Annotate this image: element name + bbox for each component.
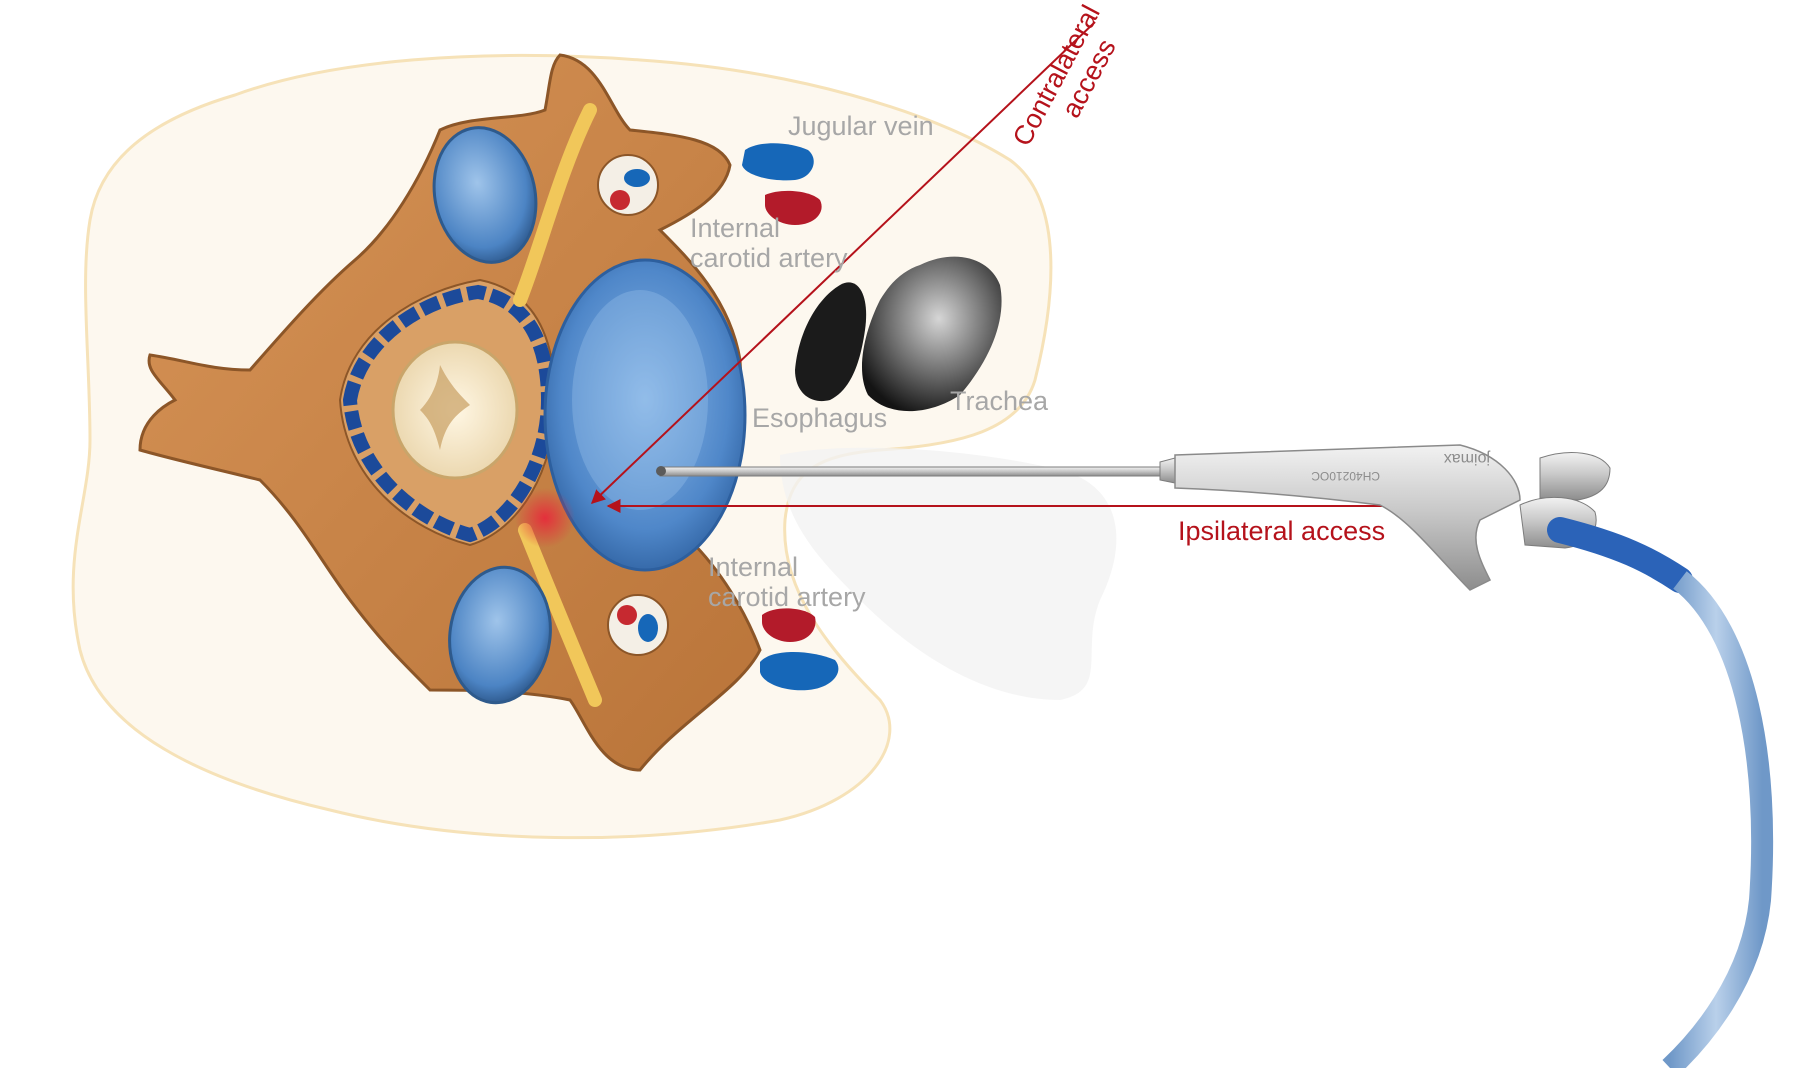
label-esophagus: Esophagus	[752, 403, 887, 433]
endoscope-tip	[656, 466, 666, 476]
label-internal-carotid-top-2: carotid artery	[690, 243, 848, 273]
label-internal-carotid-bottom-1: Internal	[708, 552, 798, 582]
facet-upper	[432, 126, 538, 264]
vertebral-artery-upper	[610, 190, 630, 210]
carotid-artery-upper	[765, 190, 822, 225]
facet-lower	[448, 565, 552, 705]
label-internal-carotid-top-1: Internal	[690, 213, 780, 243]
label-trachea: Trachea	[950, 386, 1049, 416]
hand-shadow	[780, 447, 1117, 700]
esophagus	[795, 282, 867, 402]
cord-gray-matter	[420, 365, 470, 450]
disc-nucleus-highlight	[572, 290, 708, 510]
cable-band	[1547, 517, 1693, 593]
endoscope-collar	[1159, 457, 1176, 484]
light-port	[1539, 452, 1611, 501]
nerve-root-upper	[513, 103, 597, 307]
cable	[1662, 571, 1774, 1073]
vertebral-vein-upper	[624, 169, 650, 187]
engraving-brand: joimax	[1444, 450, 1491, 467]
endoscope-handle	[1174, 444, 1521, 591]
herniation-spot	[515, 488, 575, 548]
jugular-vein-upper	[742, 143, 814, 181]
nerve-root-lower	[518, 523, 602, 707]
vertebral-artery-lower	[617, 605, 637, 625]
engraving-model: CH40210OC	[1311, 469, 1380, 483]
label-internal-carotid-bottom-2: carotid artery	[708, 582, 866, 612]
contralateral-access-line	[590, 21, 1096, 504]
carotid-artery-lower	[762, 608, 816, 642]
label-ipsilateral-access: Ipsilateral access	[1178, 516, 1385, 546]
vertebral-vein-lower	[638, 614, 658, 642]
vertebral-foramen-lower	[607, 594, 669, 656]
trachea	[861, 256, 1002, 412]
endoscope-shaft	[659, 466, 1166, 477]
jugular-vein-lower	[760, 652, 839, 691]
label-jugular-vein: Jugular vein	[788, 111, 934, 141]
